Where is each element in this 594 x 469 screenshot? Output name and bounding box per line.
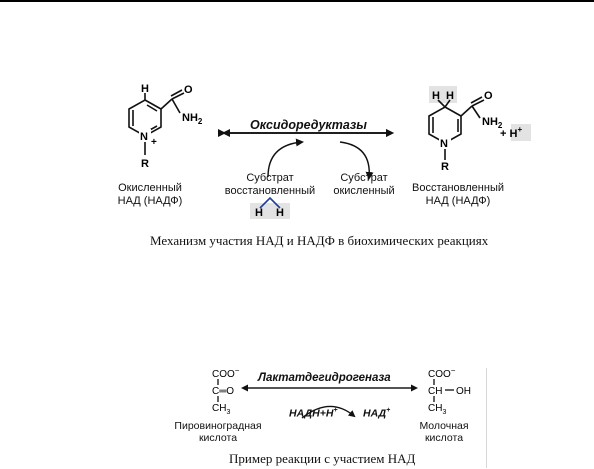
oxidized-nad-label: Окисленный НАД (НАДФ)	[110, 182, 190, 208]
figure2-divider	[486, 368, 487, 468]
lactate-ch: CH	[428, 386, 442, 397]
lactate-coo: COO−	[428, 366, 456, 380]
top-rule	[0, 0, 594, 2]
pyruvate-ch3: CH3	[212, 403, 230, 416]
lactate-name-line2: кислота	[424, 432, 464, 444]
cofactor-nad: НАД+	[363, 407, 391, 420]
hydrogen-atom-2: H	[446, 90, 454, 102]
curved-arrow-left	[267, 138, 304, 178]
reduced-nad-label-line2: НАД (НАДФ)	[425, 195, 491, 207]
lactate-structure	[433, 379, 454, 402]
proton-highlight	[511, 124, 531, 141]
pyruvate-name-line1: Пировиноградная	[174, 420, 262, 432]
oxidized-nad-label-line1: Окисленный	[118, 182, 182, 194]
oxygen-atom: O	[484, 90, 493, 102]
pyruvate-name-line2: кислота	[198, 432, 238, 444]
positive-charge: +	[151, 137, 157, 148]
cofactor-curved-arrow	[301, 405, 356, 419]
reduced-nad-label-line1: Восстановленный	[411, 182, 504, 194]
r-group: R	[441, 161, 449, 173]
substrate-oxidized-label: Субстрат окисленный	[324, 172, 404, 198]
hydrogen-atom: H	[141, 83, 149, 95]
oxidized-nad-label-line2: НАД (НАДФ)	[117, 195, 183, 207]
hydrogen-atom-1: H	[432, 90, 440, 102]
pyruvate-name: Пировиноградная кислота	[168, 420, 268, 444]
figure2-caption: Пример реакции с участием НАД	[229, 451, 416, 466]
curved-arrow-right	[339, 141, 374, 180]
lactate-ch3: CH3	[428, 403, 446, 416]
substrate-reduced-label: Субстрат восстановленный	[218, 172, 322, 198]
lactate-name-line1: Молочная	[419, 420, 469, 432]
nitrogen-atom: N	[440, 138, 448, 150]
enzyme-label-lactate-dehydrogenase: Лактатдегидрогеназа	[258, 372, 391, 384]
cofactor-nadh: НАДН+Н+	[289, 407, 338, 420]
nh2-group: NH2	[182, 112, 203, 126]
reduced-nad-label: Восстановленный НАД (НАДФ)	[408, 182, 508, 208]
substrate-oxidized-line2: окисленный	[333, 185, 395, 197]
oxygen-atom: O	[184, 84, 193, 96]
hydrogen-highlight	[429, 86, 457, 103]
pyruvate-keto: C═O	[212, 386, 234, 397]
substrate-oxidized-line1: Субстрат	[340, 172, 388, 184]
enzyme-label-oxidoreductases: Оксидоредуктазы	[250, 118, 367, 132]
substrate-reduced-line1: Субстрат	[246, 172, 294, 184]
reduced-nad-structure	[428, 96, 485, 160]
figure1-caption: Механизм участия НАД и НАДФ в биохимичес…	[150, 233, 489, 248]
pyruvate-coo: COO−	[212, 366, 240, 380]
substrate-reduced-line2: восстановленный	[224, 185, 316, 197]
substrate-hydrogen-2: H	[276, 207, 284, 219]
nh2-group: NH2	[482, 116, 503, 130]
lactate-oh: OH	[456, 386, 471, 397]
proton: + H+	[500, 125, 522, 140]
substrate-bond	[259, 196, 281, 209]
substrate-hydrogen-1: H	[255, 207, 263, 219]
figure-nad-mechanism: H O NH2 N + R H H O NH2 N R + H+ H H	[128, 83, 531, 219]
r-group: R	[141, 158, 149, 170]
nitrogen-atom: N	[140, 131, 148, 143]
lactate-name: Молочная кислота	[412, 420, 476, 444]
figure-lactate-reaction: COO− C═O CH3 COO− CH OH CH3	[212, 366, 471, 419]
